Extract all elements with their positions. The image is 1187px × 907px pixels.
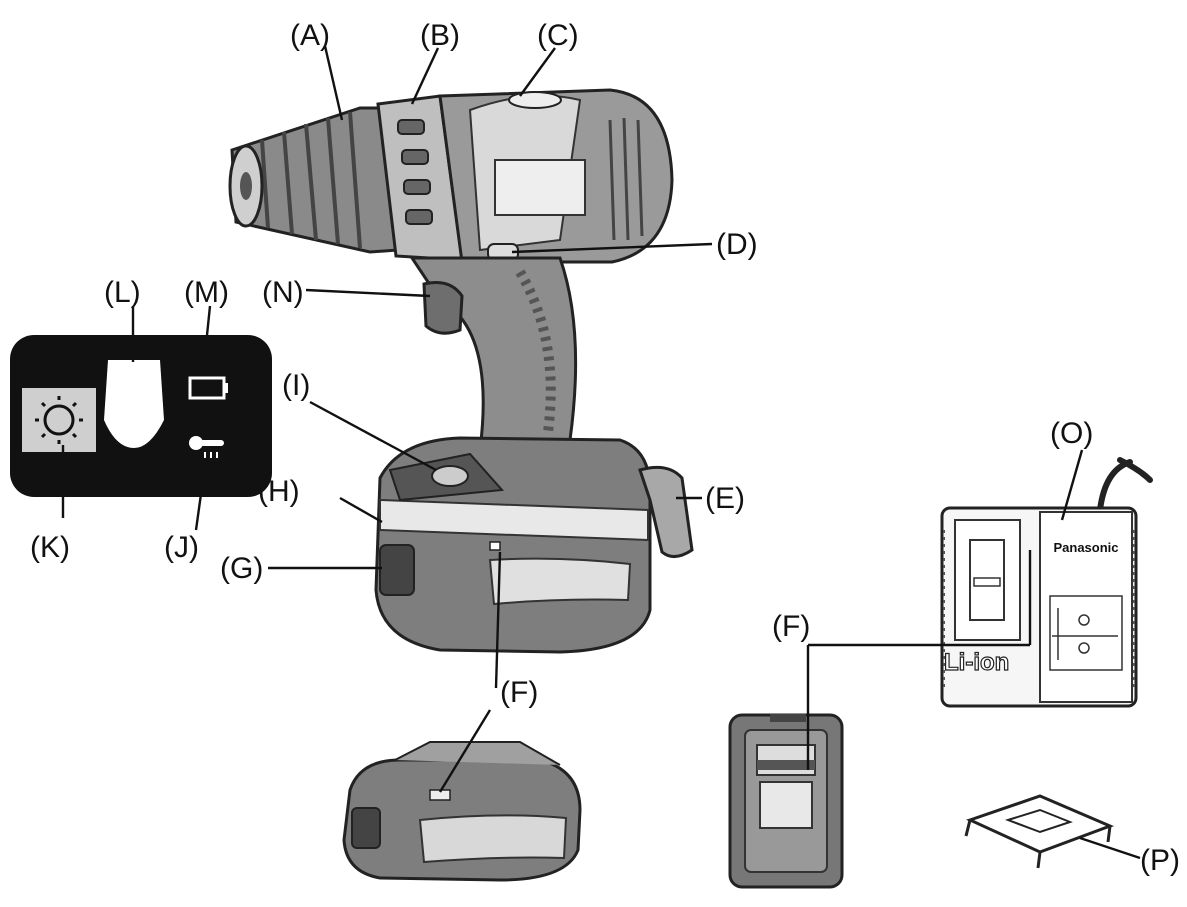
callout-n: (N) [262, 276, 304, 309]
callout-a: (A) [290, 19, 330, 52]
callout-d: (D) [716, 228, 758, 261]
callout-h: (H) [258, 475, 300, 508]
callout-f-drill: (F) [500, 676, 538, 709]
battery-detached [342, 741, 582, 882]
charger: Panasonic Li-ion [940, 457, 1153, 708]
callout-j: (J) [164, 531, 199, 564]
battery-back-view [728, 713, 844, 889]
callout-f-charger: (F) [772, 610, 810, 643]
temperature-icon [189, 436, 224, 458]
drill-body [228, 88, 674, 452]
trigger [422, 281, 464, 335]
callout-p: (P) [1140, 844, 1180, 877]
belt-hook [638, 465, 694, 558]
callout-i: (I) [282, 369, 310, 402]
callout-e: (E) [705, 482, 745, 515]
bracket [964, 794, 1115, 869]
leader-lines [61, 45, 1141, 860]
speed-selector [508, 91, 562, 109]
release-button [379, 544, 415, 596]
battery-check-button [104, 360, 164, 448]
callout-g: (G) [220, 552, 263, 585]
battery-marker [489, 541, 501, 551]
battery-level-icon [188, 376, 228, 400]
callout-l: (L) [104, 276, 141, 309]
charger-battery-type: Li-ion [944, 649, 1009, 676]
light-icon [35, 396, 83, 444]
callout-m: (M) [184, 276, 229, 309]
control-panel-inset [10, 335, 272, 497]
callout-c: (C) [537, 19, 579, 52]
callout-o: (O) [1050, 417, 1093, 450]
callout-labels: (A) (B) (C) (D) (E) (F) (F) (G) (H) (I) … [30, 19, 1180, 877]
charger-brand: Panasonic [1053, 540, 1118, 555]
battery-attached [374, 436, 694, 654]
callout-b: (B) [420, 19, 460, 52]
callout-k: (K) [30, 531, 70, 564]
